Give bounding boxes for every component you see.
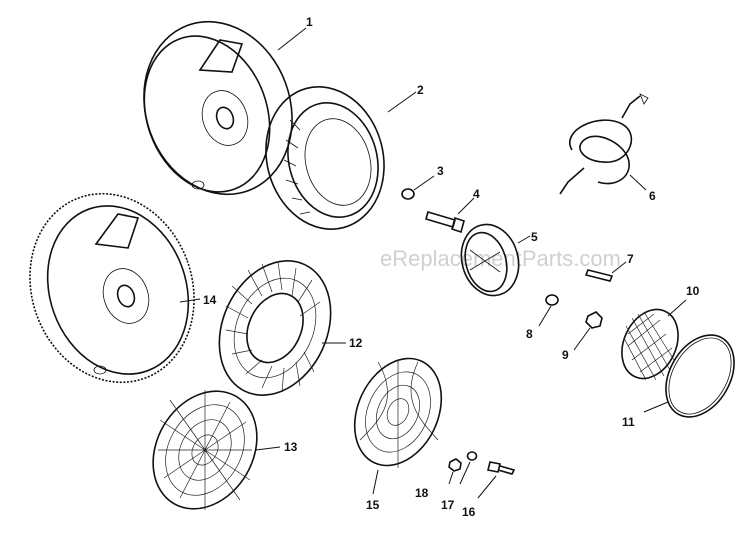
label-4: 4	[473, 187, 480, 201]
part-10-screen	[621, 308, 679, 381]
part-13-grille	[152, 390, 258, 510]
label-18: 18	[415, 486, 429, 500]
part-7-pin	[584, 269, 614, 282]
label-17: 17	[441, 498, 455, 512]
label-7: 7	[627, 252, 634, 266]
part-5-hub	[460, 223, 520, 297]
part-9-nut	[585, 311, 603, 329]
watermark-text: eReplacementParts.com	[380, 246, 621, 271]
part-1-flywheel	[143, 20, 293, 196]
label-10: 10	[686, 284, 700, 298]
part-12-screen	[218, 260, 332, 396]
part-11-clamp-ring	[665, 334, 735, 418]
part-4-bolt	[425, 211, 465, 234]
label-13: 13	[284, 440, 298, 454]
part-15-spiral-grille	[353, 357, 443, 468]
label-15: 15	[366, 498, 380, 512]
part-18-nut	[448, 458, 462, 472]
part-8-washer	[545, 294, 559, 306]
part-6-wiring-harness	[559, 93, 649, 195]
label-11: 11	[622, 415, 635, 429]
label-1: 1	[306, 15, 313, 29]
label-6: 6	[649, 189, 656, 203]
label-12: 12	[349, 336, 363, 350]
part-14-ring-gear-flywheel	[29, 192, 195, 384]
part-16-screw	[487, 461, 516, 475]
label-14: 14	[203, 293, 217, 307]
part-2-fan	[265, 86, 385, 230]
label-2: 2	[417, 83, 424, 97]
label-8: 8	[526, 327, 533, 341]
label-9: 9	[562, 348, 569, 362]
label-16: 16	[462, 505, 476, 519]
part-3-washer	[401, 188, 415, 200]
label-5: 5	[531, 230, 538, 244]
part-17-washer	[466, 451, 478, 461]
label-3: 3	[437, 164, 444, 178]
leader-lines	[179, 27, 687, 499]
